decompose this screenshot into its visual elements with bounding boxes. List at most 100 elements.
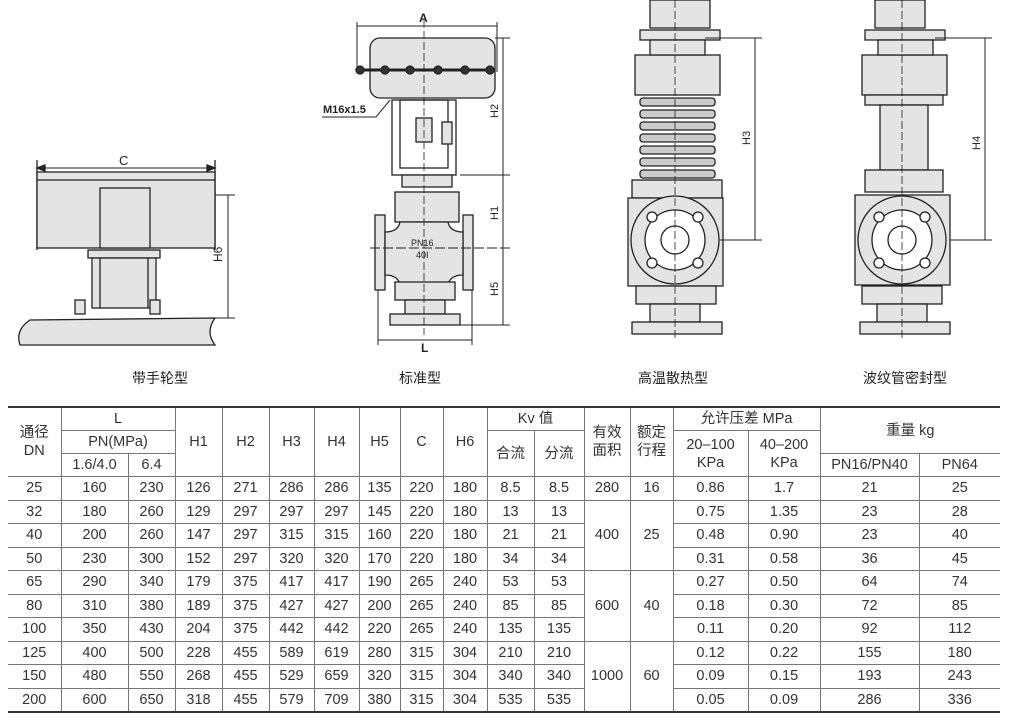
header-weight-pn64: PN64 — [918, 453, 1001, 477]
cell-c: 265 — [399, 593, 444, 618]
cell-h3: 315 — [268, 523, 315, 548]
handwheel-valve-drawing: C H6 — [18, 153, 235, 346]
cell-dn: 25 — [8, 476, 62, 501]
header-h4: H4 — [313, 406, 360, 477]
cell-dp2: 0.20 — [747, 617, 821, 642]
cell-w2: 40 — [918, 523, 1001, 548]
cell-dp1: 0.48 — [672, 523, 749, 548]
cell-kv1: 340 — [486, 664, 535, 689]
header-h3: H3 — [268, 406, 315, 477]
cell-kv2: 13 — [533, 499, 585, 524]
cell-dp1: 0.11 — [672, 617, 749, 642]
cell-h5: 160 — [358, 523, 401, 548]
high-temp-valve-drawing: H3 — [627, 0, 762, 340]
cell-h6: 240 — [442, 593, 488, 618]
cell-h4: 417 — [313, 570, 360, 595]
cell-w1: 193 — [819, 664, 920, 689]
cell-area: 400 — [583, 499, 631, 571]
cell-w1: 21 — [819, 476, 920, 501]
cell-h2: 297 — [221, 523, 270, 548]
cell-h2: 455 — [221, 640, 270, 665]
cell-w1: 155 — [819, 640, 920, 665]
cell-dp2: 0.90 — [747, 523, 821, 548]
cell-l2: 430 — [127, 617, 176, 642]
cell-h1: 204 — [174, 617, 223, 642]
cell-kv1: 210 — [486, 640, 535, 665]
cell-h6: 304 — [442, 664, 488, 689]
cell-w2: 112 — [918, 617, 1001, 642]
cell-kv1: 53 — [486, 570, 535, 595]
cell-w2: 28 — [918, 499, 1001, 524]
cell-h4: 297 — [313, 499, 360, 524]
cell-h5: 280 — [358, 640, 401, 665]
cell-h1: 189 — [174, 593, 223, 618]
cell-c: 220 — [399, 546, 444, 571]
cell-dp1: 0.18 — [672, 593, 749, 618]
cell-dn: 80 — [8, 593, 62, 618]
dimension-label-h2: H2 — [489, 104, 501, 118]
cell-l2: 300 — [127, 546, 176, 571]
body-pressure-label: PN16 — [411, 238, 434, 248]
cell-l2: 260 — [127, 499, 176, 524]
cell-kv1: 34 — [486, 546, 535, 571]
cell-dp1: 0.31 — [672, 546, 749, 571]
cell-dp2: 0.50 — [747, 570, 821, 595]
cell-h1: 268 — [174, 664, 223, 689]
header-dp-40-200: 40–200 KPa — [747, 430, 821, 477]
cell-h6: 180 — [442, 476, 488, 501]
cell-h6: 240 — [442, 570, 488, 595]
cell-w1: 23 — [819, 499, 920, 524]
cell-stroke: 25 — [629, 499, 674, 571]
cell-h2: 375 — [221, 593, 270, 618]
cell-l1: 200 — [60, 523, 129, 548]
cell-kv2: 340 — [533, 664, 585, 689]
header-kv-split: 分流 — [533, 430, 585, 477]
cell-h2: 455 — [221, 687, 270, 713]
cell-h4: 442 — [313, 617, 360, 642]
cell-h4: 320 — [313, 546, 360, 571]
cell-w2: 45 — [918, 546, 1001, 571]
cell-h3: 442 — [268, 617, 315, 642]
body-size-label: 40I — [416, 250, 429, 260]
cell-dp1: 0.75 — [672, 499, 749, 524]
cell-h5: 220 — [358, 617, 401, 642]
cell-dp2: 0.58 — [747, 546, 821, 571]
dimension-label-h3: H3 — [741, 131, 753, 145]
cell-h1: 179 — [174, 570, 223, 595]
cell-c: 315 — [399, 687, 444, 713]
cell-dp2: 1.7 — [747, 476, 821, 501]
header-l: L — [60, 406, 176, 431]
dimension-label-a: A — [419, 11, 428, 25]
dimension-label-h6: H6 — [211, 246, 225, 262]
cell-c: 265 — [399, 617, 444, 642]
cell-h4: 659 — [313, 664, 360, 689]
header-stroke: 额定 行程 — [629, 406, 674, 477]
cell-w2: 74 — [918, 570, 1001, 595]
cell-h1: 147 — [174, 523, 223, 548]
header-h1: H1 — [174, 406, 223, 477]
cell-w2: 243 — [918, 664, 1001, 689]
cell-w1: 64 — [819, 570, 920, 595]
cell-stroke: 40 — [629, 570, 674, 642]
caption-bellows-type: 波纹管密封型 — [863, 370, 947, 386]
cell-h2: 297 — [221, 499, 270, 524]
dimensions-table: 通径 DN L H1 H2 H3 H4 H5 C H6 Kv 值 有效 面积 额… — [8, 406, 1001, 713]
cell-h6: 180 — [442, 523, 488, 548]
header-kv: Kv 值 — [486, 406, 585, 431]
header-pn: PN(MPa) — [61, 430, 176, 454]
header-weight-pn16-40: PN16/PN40 — [819, 453, 920, 477]
caption-high-temp-type: 高温散热型 — [638, 370, 708, 386]
cell-h1: 129 — [174, 499, 223, 524]
cell-dp1: 0.09 — [672, 664, 749, 689]
cell-l2: 230 — [127, 476, 176, 501]
cell-h6: 240 — [442, 617, 488, 642]
cell-kv1: 13 — [486, 499, 535, 524]
cell-c: 265 — [399, 570, 444, 595]
cell-h3: 286 — [268, 476, 315, 501]
cell-kv2: 210 — [533, 640, 585, 665]
